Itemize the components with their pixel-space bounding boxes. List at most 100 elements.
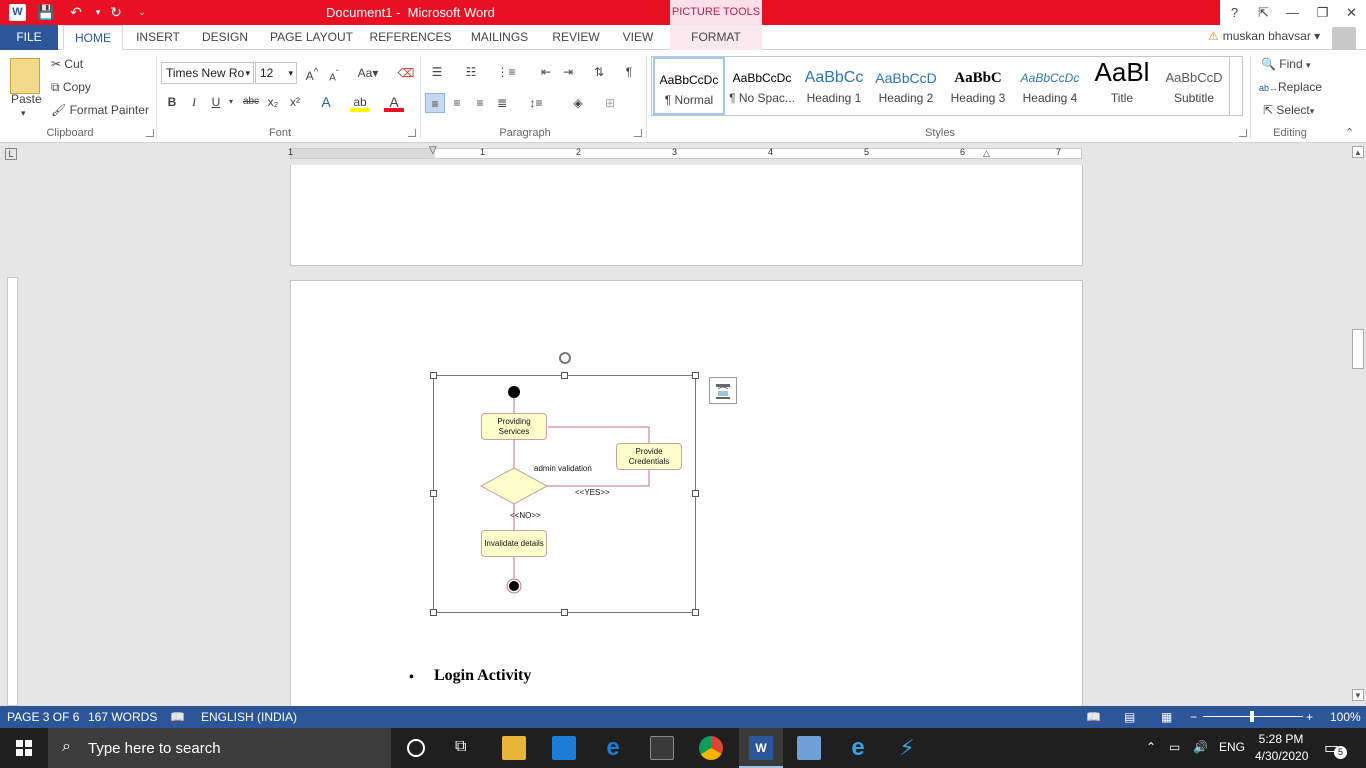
rotate-handle-icon[interactable] (559, 352, 571, 364)
decrease-indent-icon[interactable]: ⇤ (540, 65, 552, 79)
customize-qat-icon[interactable]: ⌄ (138, 7, 146, 17)
italic-button[interactable]: I (192, 95, 196, 109)
activity-diagram-picture[interactable]: Providing Services Provide Credentials I… (433, 375, 696, 613)
font-launcher-icon[interactable] (408, 129, 416, 137)
avatar[interactable] (1332, 27, 1356, 51)
edge-icon[interactable]: e (606, 734, 620, 761)
numbering-icon[interactable]: ☷ (465, 65, 477, 79)
chrome-icon[interactable] (699, 736, 723, 760)
paste-icon[interactable] (10, 58, 40, 94)
help-button[interactable]: ? (1230, 5, 1239, 20)
lightning-app-icon[interactable]: ⚡ (899, 735, 915, 760)
zoom-in-icon[interactable]: + (1306, 710, 1314, 724)
file-explorer-icon[interactable] (502, 736, 526, 760)
replace-button[interactable]: ab↔Replace (1259, 80, 1322, 94)
resize-handle[interactable] (692, 609, 699, 616)
close-icon[interactable]: ✕ (1346, 5, 1357, 20)
redo-icon[interactable]: ↻ (110, 4, 122, 20)
restore-icon[interactable]: ❐ (1316, 5, 1329, 20)
read-mode-icon[interactable]: 📖 (1086, 710, 1101, 724)
web-layout-icon[interactable]: ▦ (1161, 710, 1173, 724)
zoom-level[interactable]: 100% (1330, 710, 1361, 724)
cortana-icon[interactable] (407, 739, 425, 757)
borders-icon[interactable]: ⊞ (604, 96, 616, 110)
scroll-down-icon[interactable]: ▼ (1352, 689, 1364, 701)
format-painter-button[interactable]: 🖌 Format Painter (51, 103, 149, 117)
sort-icon[interactable]: ⇅ (593, 65, 605, 79)
vertical-ruler[interactable] (7, 277, 18, 706)
scrollbar-thumb[interactable] (1352, 329, 1364, 369)
bold-button[interactable]: B (167, 95, 177, 109)
underline-dropdown-icon[interactable]: ▾ (228, 97, 233, 106)
align-right-icon[interactable]: ≡ (476, 96, 484, 110)
style-no-spacing[interactable]: AaBbCcDc ¶ No Spac... (726, 57, 798, 115)
font-size-field[interactable]: 12▾ (255, 62, 297, 84)
find-button[interactable]: 🔍 Find ▾ (1261, 57, 1311, 71)
style-normal[interactable]: AaBbCcDc ¶ Normal (653, 57, 725, 115)
app-cube-icon[interactable] (797, 736, 821, 760)
word-app-icon[interactable]: W (9, 4, 26, 21)
undo-dropdown-icon[interactable]: ▾ (95, 7, 101, 17)
collapse-ribbon-icon[interactable]: ⌃ (1345, 127, 1355, 139)
resize-handle[interactable] (561, 372, 568, 379)
tab-design[interactable]: DESIGN (201, 30, 248, 44)
task-view-icon[interactable]: ⧉ (455, 738, 467, 755)
volume-icon[interactable]: 🔊 (1193, 740, 1208, 754)
font-name-field[interactable]: Times New Ro▾ (161, 62, 254, 84)
internet-explorer-icon[interactable]: e (851, 734, 865, 761)
paste-button[interactable]: Paste (11, 92, 42, 106)
clear-formatting-icon[interactable]: ⌫ (397, 66, 415, 80)
proofing-icon[interactable]: 📖 (170, 710, 185, 724)
tab-references[interactable]: REFERENCES (369, 30, 452, 44)
undo-icon[interactable]: ↶ (70, 4, 82, 20)
resize-handle[interactable] (692, 490, 699, 497)
styles-gallery-scrollbar[interactable] (1229, 56, 1243, 116)
notification-center-icon[interactable]: ▭ 5 (1324, 738, 1347, 759)
subscript-button[interactable]: x₂ (267, 95, 279, 109)
justify-icon[interactable]: ≣ (496, 96, 508, 110)
zoom-slider-thumb[interactable] (1250, 711, 1254, 722)
store-icon[interactable] (650, 736, 674, 760)
windows-start-icon[interactable] (16, 740, 32, 756)
paste-dropdown-icon[interactable]: ▾ (21, 108, 26, 118)
paragraph-launcher-icon[interactable] (634, 129, 642, 137)
horizontal-ruler[interactable]: 1 1 2 3 4 5 6 7 ▽ △ (288, 145, 1082, 159)
battery-icon[interactable]: ▭ (1169, 740, 1181, 754)
document-canvas[interactable]: Providing Services Provide Credentials I… (0, 165, 1350, 706)
clipboard-launcher-icon[interactable] (146, 129, 154, 137)
show-hidden-icons[interactable]: ⌃ (1146, 740, 1157, 754)
tab-format[interactable]: FORMAT (670, 25, 762, 50)
styles-launcher-icon[interactable] (1239, 129, 1247, 137)
resize-handle[interactable] (430, 490, 437, 497)
style-subtitle[interactable]: AaBbCcD Subtitle (1158, 57, 1230, 115)
input-language[interactable]: ENG (1219, 740, 1246, 754)
tab-page-layout[interactable]: PAGE LAYOUT (270, 30, 353, 44)
style-heading-4[interactable]: AaBbCcDc Heading 4 (1014, 57, 1086, 115)
tab-selector-icon[interactable]: L (5, 148, 17, 160)
tab-file[interactable]: FILE (0, 25, 58, 50)
tab-review[interactable]: REVIEW (552, 30, 600, 44)
tab-mailings[interactable]: MAILINGS (470, 30, 529, 44)
select-button[interactable]: ⇱ Select▾ (1263, 103, 1314, 117)
style-heading-1[interactable]: AaBbCc Heading 1 (798, 57, 870, 115)
font-color-icon[interactable]: A (384, 92, 404, 112)
text-effects-icon[interactable]: A (321, 94, 331, 110)
zoom-out-icon[interactable]: − (1190, 710, 1198, 724)
style-heading-2[interactable]: AaBbCcD Heading 2 (870, 57, 942, 115)
copy-button[interactable]: ⧉ Copy (51, 80, 91, 95)
align-center-icon[interactable]: ≡ (453, 96, 461, 110)
line-spacing-icon[interactable]: ↕≡ (529, 96, 543, 110)
clock[interactable]: 5:28 PM 4/30/2020 (1255, 731, 1308, 765)
shading-icon[interactable]: ◈ (573, 96, 583, 110)
right-indent-icon[interactable]: △ (983, 148, 990, 158)
scroll-up-icon[interactable]: ▲ (1352, 146, 1364, 158)
resize-handle[interactable] (430, 609, 437, 616)
resize-handle[interactable] (692, 372, 699, 379)
strikethrough-button[interactable]: abc (242, 96, 260, 107)
show-formatting-icon[interactable]: ¶ (625, 65, 633, 79)
vertical-scrollbar[interactable]: ▲ ▼ (1350, 143, 1366, 706)
save-icon[interactable]: 💾 (37, 4, 55, 20)
user-account[interactable]: ⚠muskan bhavsar ▾ (1208, 29, 1320, 43)
first-line-indent-icon[interactable]: ▽ (429, 145, 437, 156)
mail-icon[interactable] (552, 736, 576, 760)
